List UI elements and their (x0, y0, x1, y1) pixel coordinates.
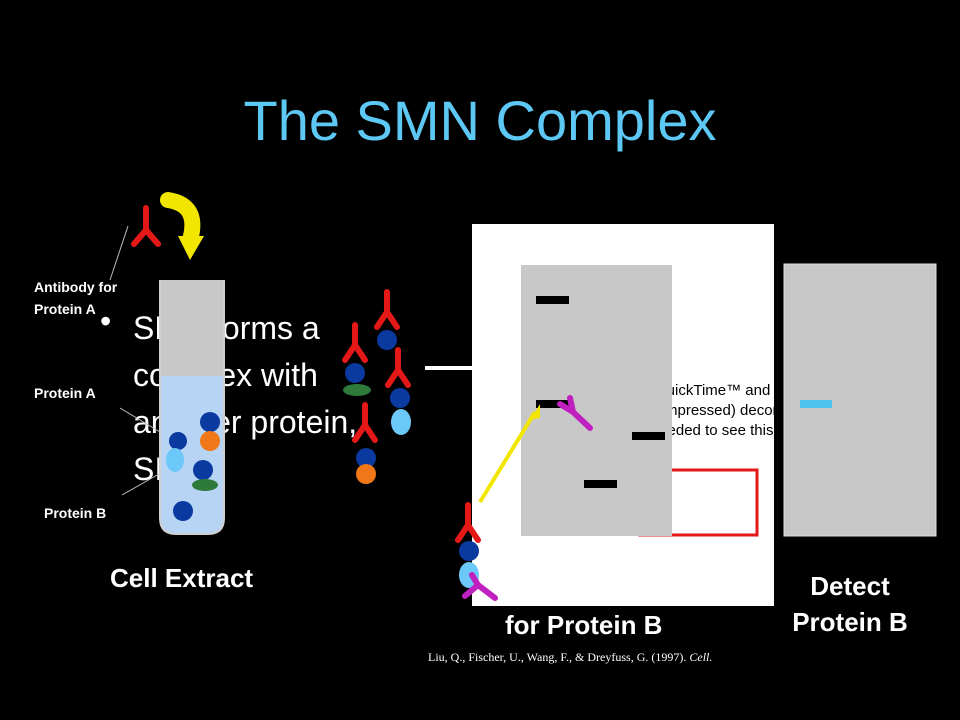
protein-dot-green (192, 479, 218, 491)
citation-journal: Cell. (689, 650, 713, 664)
quicktime-line1: QuickTime™ and a (655, 382, 783, 399)
antibody-a-label-line: Protein A (34, 301, 96, 317)
tube-top (160, 280, 224, 376)
slide-title: The SMN Complex (243, 89, 717, 152)
protein-dot (193, 460, 213, 480)
complex-1 (342, 322, 371, 396)
complex-3 (385, 347, 411, 435)
test-tube (159, 280, 225, 535)
detect-label-line: Protein B (792, 607, 908, 637)
antibody-pointer-line (109, 225, 129, 281)
citation: Liu, Q., Fischer, U., Wang, F., & Dreyfu… (428, 650, 712, 665)
complex-bottom (455, 502, 498, 601)
detect-band (800, 400, 832, 408)
complex-4 (352, 402, 378, 484)
antibody-a-label: Antibody for Protein A (34, 276, 117, 320)
protein-dot (173, 501, 193, 521)
gel-band (536, 400, 569, 408)
complex-2 (374, 289, 400, 350)
protein-a-dot (169, 432, 187, 450)
detect-label-line: Detect (810, 571, 890, 601)
quicktime-line3: are needed to see this picture. (625, 422, 827, 439)
quicktime-line2: (Uncompressed) decompressor (625, 402, 835, 419)
gel-band (536, 296, 569, 304)
yellow-curved-arrow-icon (160, 192, 204, 260)
detect-protein-b-label: Detect Protein B (772, 568, 928, 640)
protein-dot-orange (200, 431, 220, 451)
cell-extract-label: Cell Extract (110, 563, 254, 593)
protein-b-pointer-line (121, 469, 167, 496)
citation-text: Liu, Q., Fischer, U., Wang, F., & Dreyfu… (428, 650, 690, 664)
antibody-b-icon (557, 395, 593, 431)
for-protein-b-label: for Protein B (505, 610, 663, 640)
protein-b-label: Protein B (44, 505, 107, 521)
bullet-marker: • (100, 303, 112, 339)
gel-band (584, 480, 617, 488)
protein-a-pointer-line (119, 407, 161, 433)
protein-a-label: Protein A (34, 385, 96, 401)
yellow-arrow-head (530, 404, 540, 420)
tube-outline (159, 280, 225, 535)
antibody-a-icon (131, 205, 161, 247)
antibody-a-label-line: Antibody for (34, 279, 118, 295)
protein-dot (200, 412, 220, 432)
yellow-arrow-line (478, 410, 537, 504)
protein-b-dot (166, 448, 184, 472)
gel-band (632, 432, 665, 440)
